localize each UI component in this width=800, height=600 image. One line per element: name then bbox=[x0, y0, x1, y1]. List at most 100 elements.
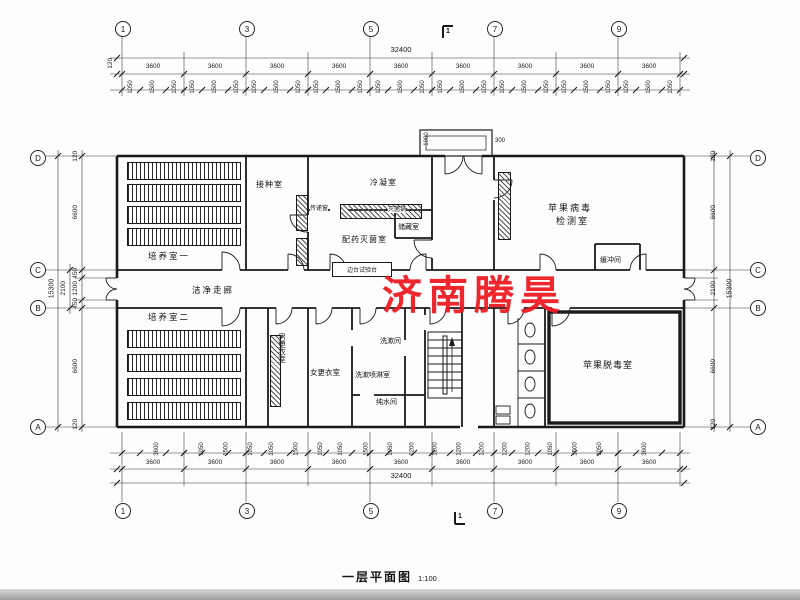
room-label-culture1: 培养室一 bbox=[148, 251, 191, 261]
grid-label: 3 bbox=[244, 24, 250, 34]
edge-dim-120: 120 bbox=[106, 57, 114, 69]
equipment-label-sterilizer: 灭菌锅 bbox=[388, 207, 407, 213]
grid-label: C bbox=[35, 265, 41, 275]
dim-value: 1500 bbox=[273, 80, 280, 94]
dim-value: 1050 bbox=[318, 442, 325, 456]
left-dim: 6600 bbox=[71, 205, 79, 220]
dim-value: 1500 bbox=[397, 80, 404, 94]
dim-value: 1500 bbox=[149, 80, 156, 94]
dim-value: 1050 bbox=[313, 80, 320, 94]
grid-bubble-col-5-bottom: 5 bbox=[363, 503, 379, 519]
dim-value: 3600 bbox=[641, 459, 657, 467]
side-test-bench: 边台试验台 bbox=[332, 262, 392, 277]
dim-value: 1050 bbox=[543, 80, 550, 94]
grid-bubble-col-9-top: 9 bbox=[611, 21, 627, 37]
left-dim: 120 bbox=[71, 150, 79, 162]
culture2-rack-3 bbox=[127, 378, 241, 396]
dim-value: 1050 bbox=[357, 80, 364, 94]
dim-value: 3600 bbox=[145, 459, 161, 467]
grid-bubble-col-5-top: 5 bbox=[363, 21, 379, 37]
grid-bubble-row-C-left: C bbox=[30, 262, 46, 278]
dim-value: 1500 bbox=[521, 80, 528, 94]
watermark-text: 济南腾昊 bbox=[382, 274, 566, 318]
dim-value: 1500 bbox=[459, 80, 466, 94]
grid-label: 3 bbox=[244, 506, 250, 516]
grid-bubble-col-9-bottom: 9 bbox=[611, 503, 627, 519]
lockers bbox=[270, 335, 281, 407]
grid-bubble-row-B-right: B bbox=[750, 300, 766, 316]
right-dim: 120 bbox=[709, 418, 717, 430]
room-label-shower: 洗漱喷淋室 bbox=[355, 372, 390, 379]
dim-value: 1050 bbox=[338, 442, 345, 456]
bottom-overall-dim: 32400 bbox=[390, 471, 412, 480]
dim-value: 3600 bbox=[393, 63, 409, 71]
grid-label: 9 bbox=[616, 24, 622, 34]
grid-label: A bbox=[35, 422, 41, 432]
dim-value: 3600 bbox=[269, 63, 285, 71]
porch-depth-dim: 300 bbox=[495, 138, 506, 144]
dim-value: 3600 bbox=[517, 63, 533, 71]
room-label-corridor: 洁净走廊 bbox=[192, 285, 235, 295]
footer-bar bbox=[0, 589, 800, 600]
grid-bubble-row-D-right: D bbox=[750, 150, 766, 166]
room-label-virus-test-line2: 检测室 bbox=[556, 216, 590, 226]
dim-value: 1050 bbox=[623, 80, 630, 94]
dim-value: 1050 bbox=[547, 442, 554, 456]
grid-bubble-col-7-top: 7 bbox=[487, 21, 503, 37]
room-label-pure-water: 纯水间 bbox=[376, 399, 397, 406]
grid-bubble-col-3-bottom: 3 bbox=[239, 503, 255, 519]
sterilizer-bench bbox=[340, 204, 422, 219]
grid-label: C bbox=[755, 265, 761, 275]
room-label-buffer: 缓冲间 bbox=[600, 257, 621, 264]
grid-bubble-row-D-left: D bbox=[30, 150, 46, 166]
side-test-bench-label: 边台试验台 bbox=[346, 268, 377, 274]
dim-value: 1050 bbox=[198, 442, 205, 456]
grid-bubble-row-A-right: A bbox=[750, 419, 766, 435]
grid-bubble-col-1-bottom: 1 bbox=[115, 503, 131, 519]
grid-bubble-row-B-left: B bbox=[30, 300, 46, 316]
dim-value: 1050 bbox=[171, 80, 178, 94]
dim-value: 1050 bbox=[437, 80, 444, 94]
clean-bench bbox=[296, 195, 308, 231]
dim-value: 1500 bbox=[583, 80, 590, 94]
left-dim: 6600 bbox=[71, 359, 79, 374]
dim-value: 1050 bbox=[499, 80, 506, 94]
left-mid-dim: 2100 bbox=[59, 281, 67, 296]
dim-value: 1050 bbox=[252, 80, 259, 94]
room-label-men-change: 男更衣室 bbox=[277, 333, 287, 363]
culture2-rack-2 bbox=[127, 354, 241, 372]
culture1-rack-2 bbox=[127, 184, 241, 202]
dim-value: 1500 bbox=[335, 80, 342, 94]
dim-value: 3600 bbox=[331, 63, 347, 71]
dim-value: 1050 bbox=[268, 442, 275, 456]
grid-label: 1 bbox=[120, 506, 126, 516]
dim-value: 1050 bbox=[375, 80, 382, 94]
section-mark-top: 1 bbox=[446, 28, 450, 35]
culture1-rack-4 bbox=[127, 228, 241, 246]
dim-value: 1050 bbox=[561, 80, 568, 94]
room-label-sterilize: 配药灭菌室 bbox=[342, 235, 387, 244]
grid-label: 7 bbox=[492, 506, 498, 516]
dim-value: 3600 bbox=[517, 459, 533, 467]
room-label-women-change: 女更衣室 bbox=[310, 368, 340, 377]
right-overall-dim: 15300 bbox=[726, 278, 734, 299]
grid-label: 5 bbox=[368, 24, 374, 34]
culture1-rack-3 bbox=[127, 206, 241, 224]
grid-bubble-col-7-bottom: 7 bbox=[487, 503, 503, 519]
grid-label: 7 bbox=[492, 24, 498, 34]
dim-value: 3600 bbox=[455, 459, 471, 467]
room-label-detox: 苹果脱毒室 bbox=[583, 360, 634, 370]
dim-value: 3600 bbox=[579, 63, 595, 71]
dim-value: 1050 bbox=[605, 80, 612, 94]
dim-value: 1050 bbox=[128, 80, 135, 94]
room-label-culture2: 培养室二 bbox=[148, 312, 191, 322]
right-dim: 6600 bbox=[709, 359, 717, 374]
grid-label: B bbox=[35, 303, 41, 313]
culture1-rack-1 bbox=[127, 162, 241, 180]
